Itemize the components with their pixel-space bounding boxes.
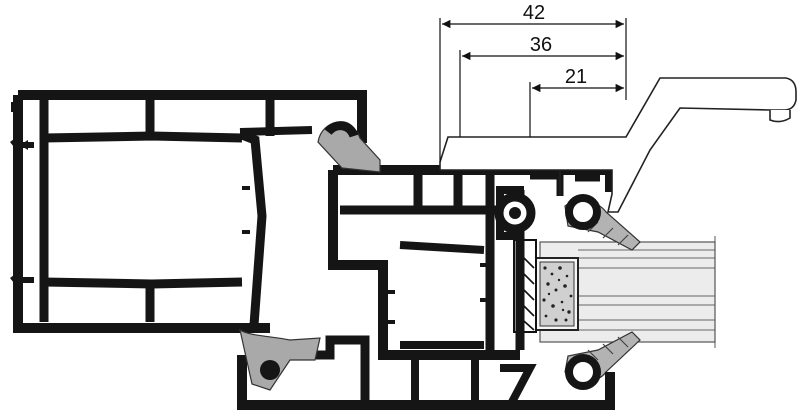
handle-outline <box>439 77 797 213</box>
desiccant-dots <box>542 266 573 322</box>
frame-gasket-top <box>317 121 381 173</box>
frame-hooks <box>10 136 28 288</box>
dimension-lines <box>439 18 627 162</box>
sash-gasket-right-bottom <box>565 354 601 390</box>
frame-profile <box>11 90 367 333</box>
sash-gasket-right-top <box>565 194 601 230</box>
sash-bead-clip <box>494 192 536 234</box>
glazing-unit <box>513 236 716 348</box>
dimension-label-36: 36 <box>530 34 552 56</box>
dimension-label-21: 21 <box>565 66 587 88</box>
dimension-label-42: 42 <box>523 2 545 24</box>
bottom-gasket-left <box>239 328 321 391</box>
